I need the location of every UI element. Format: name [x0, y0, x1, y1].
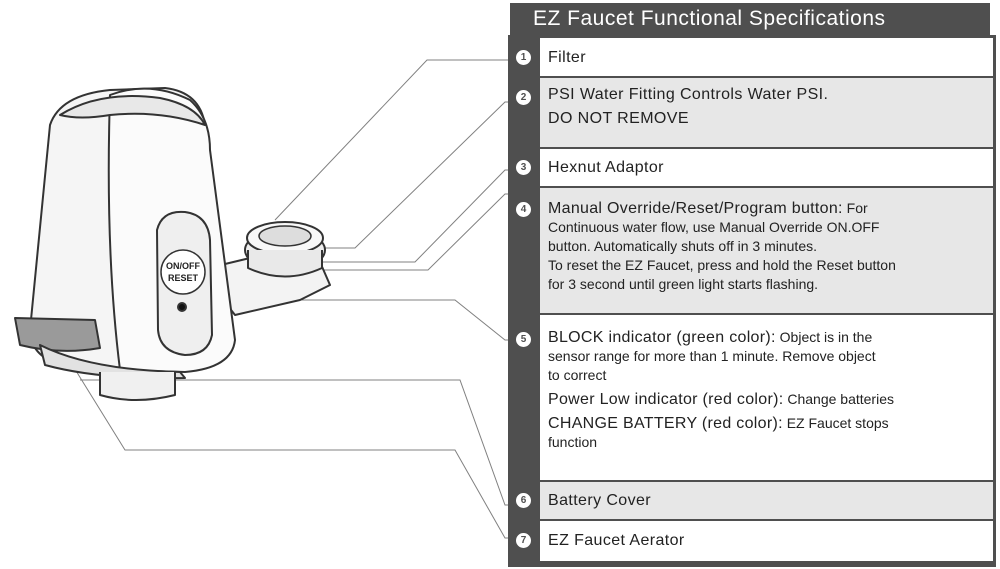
number-badge: 6: [516, 493, 531, 508]
item-line: To reset the EZ Faucet, press and hold t…: [548, 257, 896, 273]
faucet-device: [14, 87, 331, 401]
item-line: PSI Water Fitting Controls Water PSI.: [548, 86, 829, 103]
number-badge: 1: [516, 50, 531, 65]
number-badge: 3: [516, 160, 531, 175]
item-label: BLOCK indicator (green color):: [548, 329, 776, 346]
item-line: Continuous water flow, use Manual Overri…: [548, 219, 880, 235]
filter-ring-inner: [258, 225, 312, 247]
item-title: Battery Cover: [548, 492, 652, 509]
spec-title: EZ Faucet Functional Specifications: [510, 3, 990, 35]
housing-top: [59, 95, 206, 126]
number-badge: 5: [516, 332, 531, 347]
spec-row-aerator: 7 EZ Faucet Aerator: [511, 521, 993, 561]
item-line: sensor range for more than 1 minute. Rem…: [548, 348, 876, 364]
hexnut-side: [247, 250, 323, 278]
item-text: Change batteries: [783, 391, 894, 407]
item-label: CHANGE BATTERY (red color):: [548, 415, 783, 432]
item-text: Object is in the: [775, 329, 873, 345]
item-line: for 3 second until green light starts fl…: [548, 276, 819, 292]
number-badge: 2: [516, 90, 531, 105]
button-ring: [160, 249, 206, 295]
spec-row-filter: 1 Filter: [511, 38, 993, 76]
spec-table: 1 Filter 2 PSI Water Fitting Controls Wa…: [508, 35, 996, 567]
spec-row-battery-cover: 6 Battery Cover: [511, 482, 993, 519]
housing-base: [39, 344, 186, 380]
leader-line-filter: [274, 59, 510, 221]
spec-row-indicators: 5 BLOCK indicator (green color): Object …: [511, 315, 993, 480]
on-off-label: ON/OFF: [166, 261, 200, 271]
sensor-window: [14, 317, 101, 352]
spec-row-hexnut: 3 Hexnut Adaptor: [511, 149, 993, 186]
number-badge: 7: [516, 533, 531, 548]
item-text: EZ Faucet stops: [782, 415, 889, 431]
leader-line-psi: [305, 101, 520, 249]
spec-row-button: 4 Manual Override/Reset/Program button: …: [511, 188, 993, 313]
item-title: Hexnut Adaptor: [548, 159, 664, 176]
item-line: button. Automatically shuts off in 3 min…: [548, 238, 818, 254]
item-line: DO NOT REMOVE: [548, 110, 689, 127]
number-badge: 4: [516, 202, 531, 217]
aerator: [99, 372, 176, 401]
spec-row-psi: 2 PSI Water Fitting Controls Water PSI. …: [511, 78, 993, 147]
item-line: function: [548, 434, 598, 450]
item-title: EZ Faucet Aerator: [548, 532, 685, 549]
item-label: Manual Override/Reset/Program button:: [548, 200, 843, 217]
item-text: For: [842, 200, 868, 216]
reset-label: RESET: [168, 273, 199, 283]
item-title: Filter: [548, 49, 586, 66]
indicator-light: [177, 302, 187, 312]
item-label: Power Low indicator (red color):: [548, 391, 784, 408]
item-line: to correct: [548, 367, 607, 383]
